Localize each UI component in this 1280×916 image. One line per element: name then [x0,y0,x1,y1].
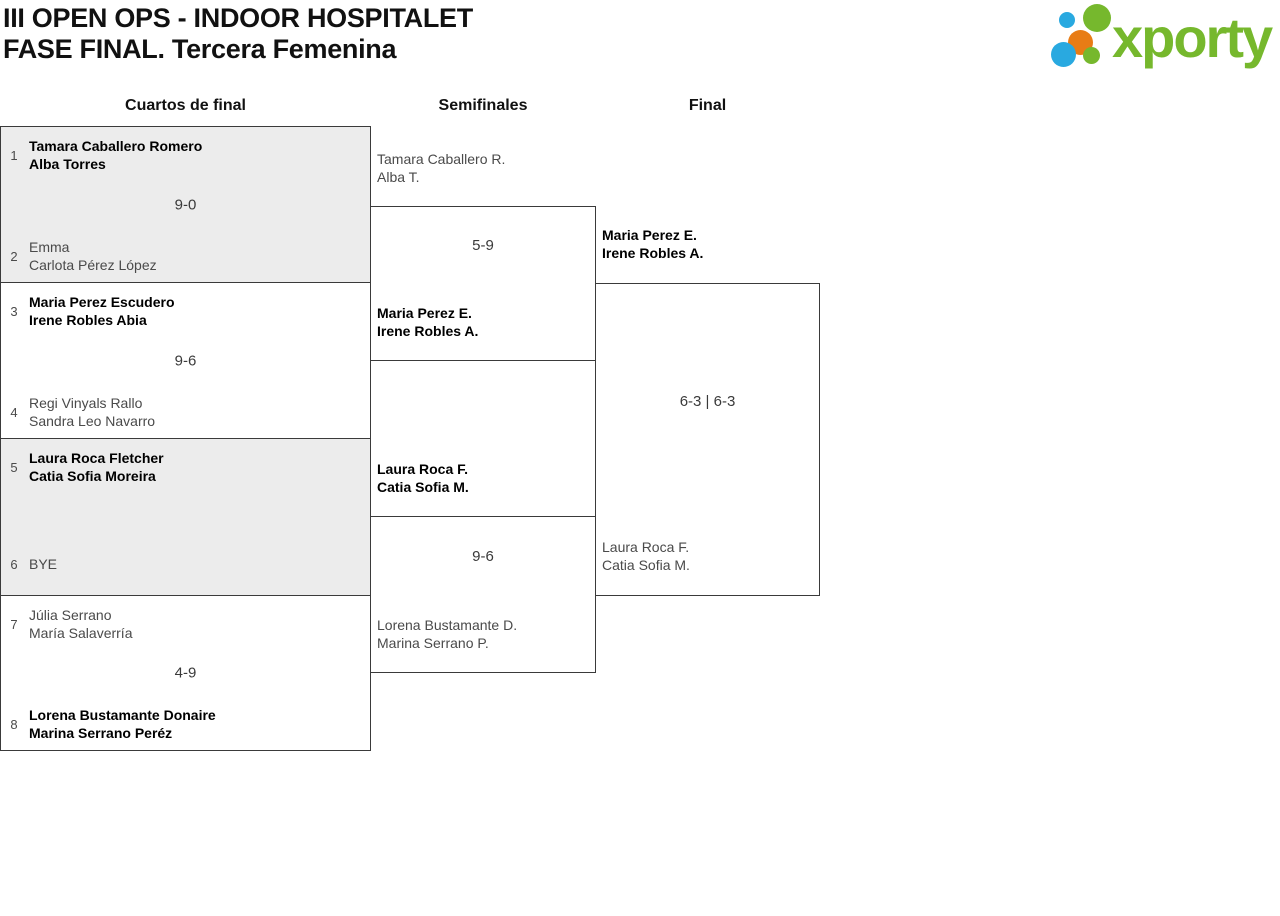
team-slot: 5 Laura Roca Fletcher Catia Sofia Moreir… [7,449,360,485]
team-name: Tamara Caballero R. Alba T. [377,150,591,186]
team-name: Laura Roca Fletcher Catia Sofia Moreira [29,449,360,485]
match-score: 4-9 [174,664,197,682]
team-name: Laura Roca F. Catia Sofia M. [602,538,816,574]
player-name: Lorena Bustamante D. [377,617,518,633]
player-name: Laura Roca F. [377,461,469,477]
seed-number: 1 [10,147,18,163]
seed-number: 6 [10,556,18,572]
player-name: Irene Robles Abia [29,312,147,328]
team-name: Regi Vinyals Rallo Sandra Leo Navarro [29,394,360,430]
phase-category: FASE FINAL. Tercera Femenina [3,34,397,64]
match-score: 5-9 [472,237,494,254]
seed-number: 5 [10,459,18,475]
seed-number: 3 [10,303,18,319]
logo-dot-icon [1083,47,1100,64]
player-name: María Salaverría [29,625,133,641]
player-name: Regi Vinyals Rallo [29,395,143,411]
player-name: Maria Perez E. [377,305,472,321]
seed-number: 4 [10,404,18,420]
match-score: 6-3 | 6-3 [679,393,736,410]
player-name: Carlota Pérez López [29,257,157,273]
player-name: Tamara Caballero Romero [29,138,203,154]
player-name: Irene Robles A. [602,245,704,261]
team-slot: 8 Lorena Bustamante Donaire Marina Serra… [7,706,360,742]
player-name: Catia Sofia M. [377,479,469,495]
player-name: Laura Roca Fletcher [29,450,164,466]
logo-dot-icon [1051,42,1076,67]
player-name: Lorena Bustamante Donaire [29,707,216,723]
team-name: Maria Perez E. Irene Robles A. [377,304,591,340]
player-name: Marina Serrano P. [377,635,489,651]
team-name: Maria Perez E. Irene Robles A. [602,226,816,262]
round-header-semifinales: Semifinales [438,97,528,114]
player-name: Alba Torres [29,156,106,172]
team-name: Maria Perez Escudero Irene Robles Abia [29,293,360,329]
player-name: Catia Sofia M. [602,557,690,573]
team-name: Júlia Serrano María Salaverría [29,606,360,642]
page-title: III OPEN OPS - INDOOR HOSPITALET FASE FI… [3,3,473,65]
team-name: Laura Roca F. Catia Sofia M. [377,460,591,496]
team-name: Emma Carlota Pérez López [29,238,360,274]
team-name: Lorena Bustamante Donaire Marina Serrano… [29,706,360,742]
logo-dot-icon [1083,4,1111,32]
logo-wordmark: xporty [1112,6,1273,69]
player-name: Marina Serrano Peréz [29,725,173,741]
team-name: Lorena Bustamante D. Marina Serrano P. [377,616,591,652]
team-slot: 3 Maria Perez Escudero Irene Robles Abia [7,293,360,329]
player-name: Emma [29,239,70,255]
team-slot: 4 Regi Vinyals Rallo Sandra Leo Navarro [7,394,360,430]
team-slot: 2 Emma Carlota Pérez López [7,238,360,274]
player-name: Sandra Leo Navarro [29,413,156,429]
team-name: BYE [29,555,360,573]
player-name: Catia Sofia Moreira [29,468,156,484]
match-score: 9-6 [174,352,197,369]
match-score: 9-0 [174,196,197,213]
match-quarterfinal-1[interactable]: 1 Tamara Caballero Romero Alba Torres 9-… [0,126,371,283]
tournament-name: III OPEN OPS - INDOOR HOSPITALET [3,3,473,33]
team-name: Tamara Caballero Romero Alba Torres [29,137,360,173]
round-header-final: Final [688,97,727,114]
match-quarterfinal-3[interactable]: 5 Laura Roca Fletcher Catia Sofia Moreir… [0,438,371,596]
team-slot: 7 Júlia Serrano María Salaverría [7,606,360,642]
player-name: Maria Perez Escudero [29,294,175,310]
xporty-logo[interactable]: xporty [1048,0,1278,72]
round-header-cuartos: Cuartos de final [125,97,246,114]
team-slot: 1 Tamara Caballero Romero Alba Torres [7,137,360,173]
player-name: Alba T. [377,169,420,185]
match-quarterfinal-4[interactable]: 7 Júlia Serrano María Salaverría 4-9 8 L… [0,595,371,751]
seed-number: 7 [10,616,18,632]
player-name: Maria Perez E. [602,227,697,243]
match-score: 9-6 [472,548,494,565]
player-name: BYE [29,556,58,572]
match-quarterfinal-2[interactable]: 3 Maria Perez Escudero Irene Robles Abia… [0,282,371,439]
team-slot: 6 BYE [7,555,360,573]
seed-number: 2 [10,248,18,264]
logo-dot-icon [1059,12,1075,28]
player-name: Júlia Serrano [29,607,112,623]
seed-number: 8 [10,716,18,732]
match-final[interactable] [595,283,820,596]
player-name: Tamara Caballero R. [377,151,506,167]
player-name: Laura Roca F. [602,539,690,555]
player-name: Irene Robles A. [377,323,479,339]
